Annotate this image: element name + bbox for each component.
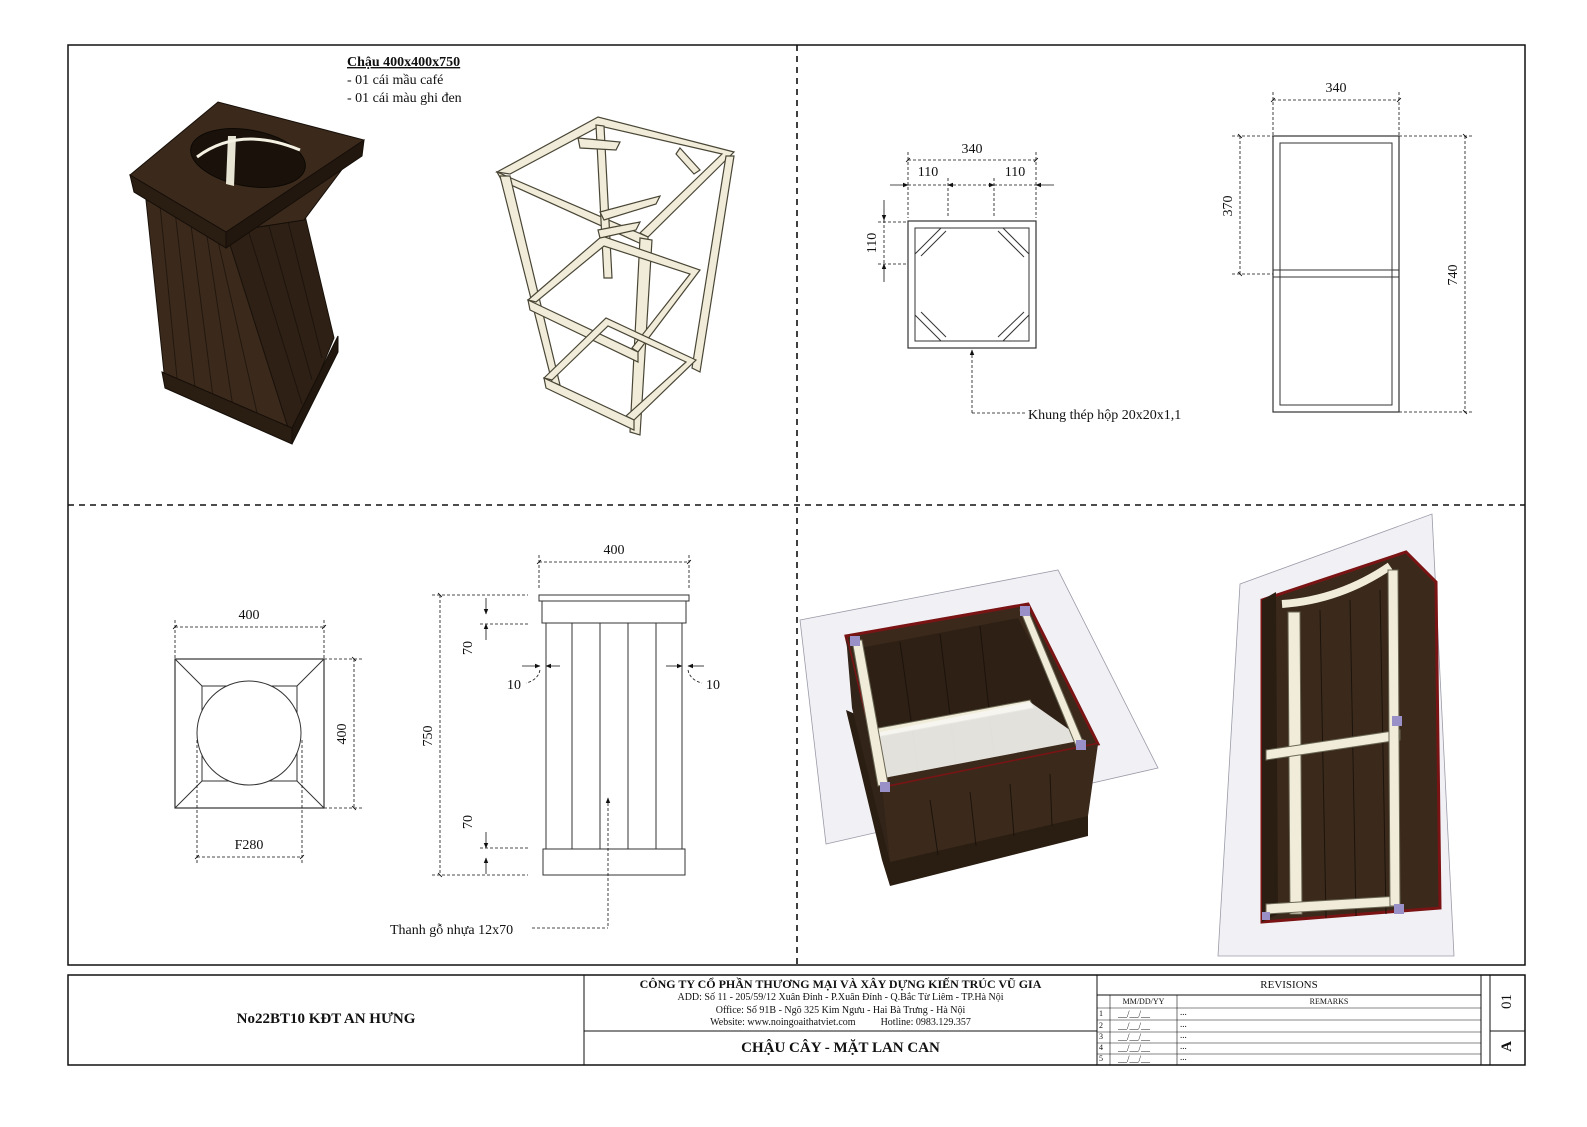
note-line-2: - 01 cái màu ghi đen <box>347 91 462 106</box>
rev-row-no: 2 <box>1099 1021 1103 1030</box>
company-office: Office: Số 91B - Ngõ 325 Kim Ngưu - Hai … <box>715 1005 966 1016</box>
pot-hole-diameter: F280 <box>235 838 264 853</box>
pot-rim-top: 70 <box>461 641 476 655</box>
rev-row-date: __/__/__ <box>1118 1021 1151 1031</box>
pot-top-view: 400 400 F280 <box>172 608 362 864</box>
rev-row-remark: ... <box>1180 1019 1187 1029</box>
pot-front-view: 400 750 70 70 10 10 T <box>390 543 720 938</box>
rev-row-no: 5 <box>1099 1054 1103 1063</box>
drawing-title: CHẬU CÂY - MẶT LAN CAN <box>741 1040 940 1056</box>
frame-side-view: 340 370 740 <box>1221 81 1473 415</box>
note-title: Chậu 400x400x750 <box>347 55 460 70</box>
pot-front-width: 400 <box>604 543 625 558</box>
revisions-col-remarks: REMARKS <box>1309 997 1349 1006</box>
frame-top-left-offset: 110 <box>918 165 938 180</box>
rev-row-no: 3 <box>1099 1032 1103 1041</box>
rev-row-date: __/__/__ <box>1118 1043 1151 1053</box>
company-contact: Website: www.noingoaithatviet.com Hotlin… <box>710 1017 971 1028</box>
pot-top-height: 400 <box>335 724 350 745</box>
pot-offset-left: 10 <box>507 678 521 693</box>
rev-row-remark: ... <box>1180 1007 1187 1017</box>
frame-top-corner: 110 <box>865 233 880 253</box>
pot-front-height: 750 <box>421 726 436 747</box>
section-view-1 <box>799 569 1159 886</box>
rev-row-date: __/__/__ <box>1118 1032 1151 1042</box>
company-address: ADD: Số 11 - 205/59/12 Xuân Đỉnh - P.Xuâ… <box>677 992 1004 1003</box>
pot-3d-view <box>129 101 365 445</box>
frame-top-width: 340 <box>962 142 983 157</box>
plank-material-label: Thanh gỗ nhựa 12x70 <box>390 923 513 938</box>
rev-row-remark: ... <box>1180 1052 1187 1062</box>
frame-top-right-offset: 110 <box>1005 165 1025 180</box>
rev-row-no: 4 <box>1099 1043 1103 1052</box>
frame-3d-view <box>495 116 736 436</box>
frame-side-width: 340 <box>1326 81 1347 96</box>
revisions-header: REVISIONS <box>1260 979 1318 991</box>
pot-top-width: 400 <box>239 608 260 623</box>
title-block <box>67 974 1526 1066</box>
frame-material-label: Khung thép hộp 20x20x1,1 <box>1028 408 1181 423</box>
rev-row-remark: ... <box>1180 1030 1187 1040</box>
project-name: No22BT10 KĐT AN HƯNG <box>236 1011 416 1027</box>
frame-top-view: 340 110 110 110 Khung thép hộp 20x20x1,1 <box>865 142 1181 423</box>
sheet-number: 01 <box>1499 994 1515 1009</box>
rev-row-date: __/__/__ <box>1118 1054 1151 1064</box>
rev-row-no: 1 <box>1099 1009 1103 1018</box>
revisions-col-date: MM/DD/YY <box>1122 997 1165 1006</box>
frame-side-half-height: 370 <box>1221 196 1236 217</box>
rev-row-remark: ... <box>1180 1041 1187 1051</box>
frame-side-height: 740 <box>1446 265 1461 286</box>
section-view-2 <box>1217 513 1455 957</box>
product-note: Chậu 400x400x750 - 01 cái mầu café - 01 … <box>347 55 462 106</box>
rev-row-date: __/__/__ <box>1118 1009 1151 1019</box>
note-line-1: - 01 cái mầu café <box>347 73 443 88</box>
pot-offset-right: 10 <box>706 678 720 693</box>
sheet-size: A <box>1499 1041 1515 1052</box>
pot-rim-bottom: 70 <box>461 815 476 829</box>
company-name: CÔNG TY CỔ PHẦN THƯƠNG MẠI VÀ XÂY DỰNG K… <box>639 977 1042 991</box>
